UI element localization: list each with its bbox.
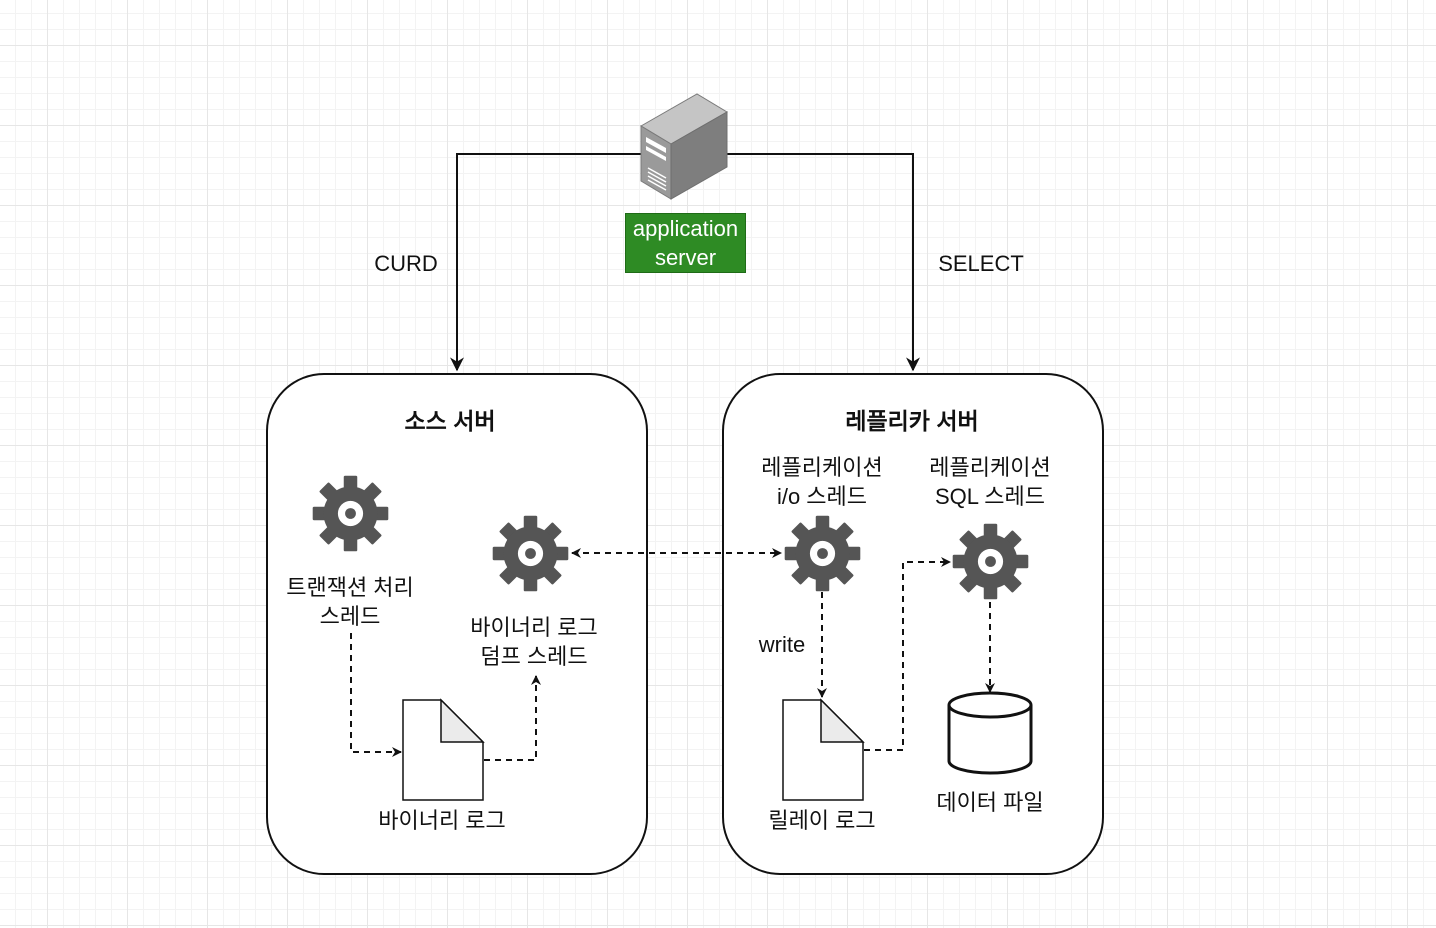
select-connector (727, 153, 920, 372)
gear-icon (784, 515, 861, 592)
application-server-label: application server (625, 213, 746, 273)
gear-icon (492, 515, 569, 592)
gear-icon (952, 523, 1029, 600)
binlog-file-label: 바이너리 로그 (378, 808, 506, 833)
data-file-label: 데이터 파일 (936, 790, 1044, 815)
curd-connector (450, 153, 641, 372)
document-icon (402, 698, 485, 801)
transaction-thread-label: 트랜잭션 처리 스레드 (286, 575, 414, 629)
relay-log-label: 릴레이 로그 (768, 808, 876, 833)
document-icon (782, 698, 865, 801)
select-label: SELECT (938, 251, 1024, 276)
io-thread-label: 레플리케이션 i/o 스레드 (761, 455, 883, 509)
gear-icon (312, 475, 389, 552)
database-icon (947, 691, 1033, 775)
binlog-dump-thread-label: 바이너리 로그 덤프 스레드 (470, 615, 598, 669)
source-server-title: 소스 서버 (404, 408, 496, 434)
replica-server-title: 레플리카 서버 (845, 408, 979, 434)
sql-thread-label: 레플리케이션 SQL 스레드 (929, 455, 1051, 509)
server-icon (640, 93, 728, 200)
transaction-to-binlog-connector (350, 633, 402, 757)
relaylog-to-sql-connector (864, 557, 951, 751)
curd-label: CURD (374, 251, 438, 276)
write-label: write (748, 630, 816, 659)
binlog-to-dump-connector (484, 675, 541, 761)
